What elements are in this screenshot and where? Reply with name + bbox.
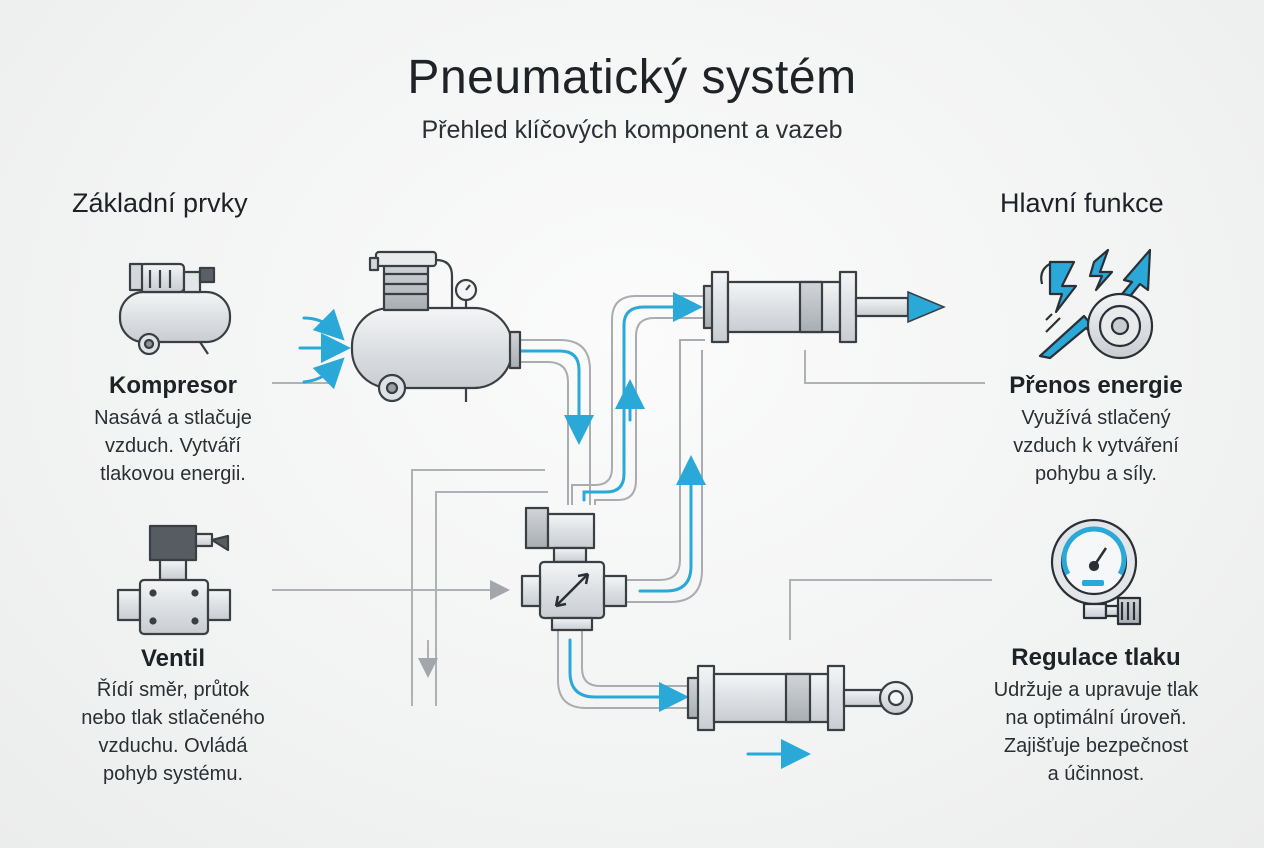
cylinder-bottom	[686, 664, 914, 732]
pipes	[510, 295, 705, 709]
compressor-icon	[118, 262, 232, 356]
left-section-heading: Základní prvky	[72, 188, 248, 218]
compressor-title: Kompresor	[108, 372, 238, 399]
page-subtitle: Přehled klíčových komponent a vazeb	[421, 116, 843, 144]
piston-arrow-top	[907, 290, 946, 324]
valve-description: Řídí směr, průtok nebo tlak stlačeného v…	[81, 679, 265, 785]
pressure-regulation-title: Regulace tlaku	[1011, 644, 1181, 671]
valve-main	[520, 506, 628, 632]
flow-intake-3	[302, 357, 345, 390]
connector-lines	[272, 350, 992, 706]
connector-pressure	[789, 579, 992, 640]
valve-title: Ventil	[140, 645, 206, 672]
pressure-gauge-icon	[1050, 518, 1142, 626]
flow-to-top-cylinder	[582, 292, 703, 502]
energy-transfer-icon	[1038, 248, 1154, 360]
connector-left-loop-inner	[435, 491, 548, 706]
flow-arrows	[298, 292, 811, 769]
flow-intake-1	[302, 308, 345, 341]
compressor-main	[350, 250, 522, 403]
energy-transfer-title: Přenos energie	[1009, 372, 1183, 399]
valve-icon	[116, 524, 232, 636]
flow-compressor-out	[510, 349, 594, 445]
connector-left-loop	[411, 469, 545, 706]
page-title: Pneumatický systém	[407, 51, 857, 104]
right-section-heading: Hlavní funkce	[1000, 188, 1164, 218]
flow-right-loop	[638, 455, 706, 593]
pressure-regulation-description: Udržuje a upravuje tlak na optimální úro…	[993, 679, 1199, 785]
energy-transfer-description: Využívá stlačený vzduch k vytváření pohy…	[1013, 407, 1179, 485]
flow-to-bottom-cylinder	[568, 638, 689, 712]
connector-energy	[804, 350, 985, 384]
compressor-description: Nasává a stlačuje vzduch. Vytváří tlakov…	[94, 407, 252, 485]
cylinder-top	[702, 270, 910, 344]
